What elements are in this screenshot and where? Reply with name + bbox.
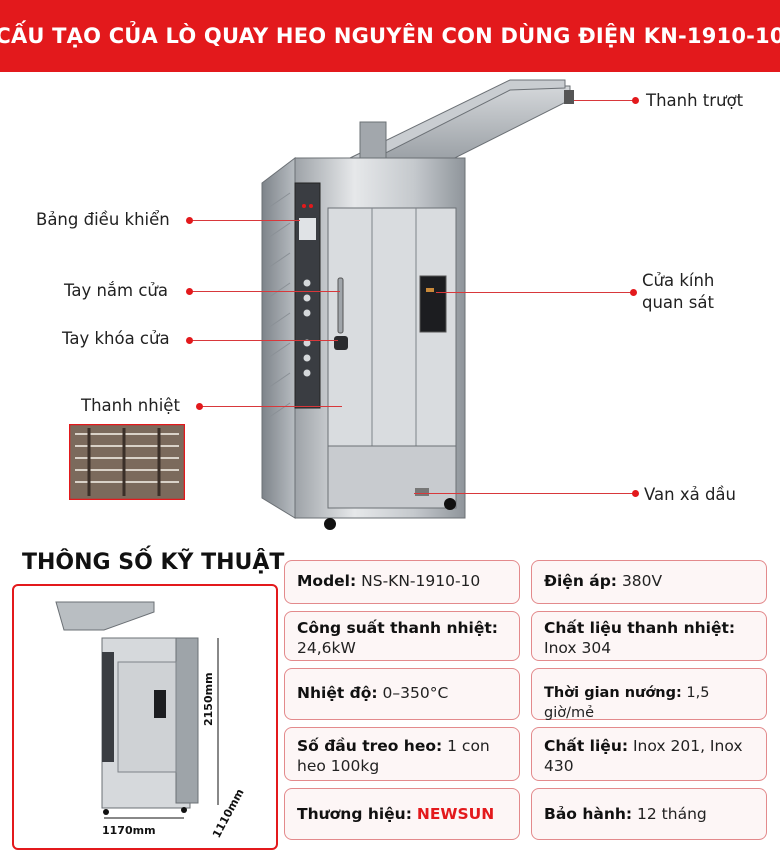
- spec-label: Số đầu treo heo:: [297, 737, 443, 755]
- dimension-height: 2150mm: [202, 672, 215, 726]
- spec-label: Điện áp:: [544, 572, 617, 590]
- callout-glass-window-line2: quan sát: [642, 293, 714, 312]
- leader-line: [436, 292, 632, 293]
- page-title: CẤU TẠO CỦA LÒ QUAY HEO NGUYÊN CON DÙNG …: [0, 24, 780, 48]
- spec-label: Thương hiệu:: [297, 805, 412, 823]
- spec-value: NEWSUN: [416, 805, 495, 823]
- callout-glass-window: Cửa kính quan sát: [642, 270, 714, 314]
- callout-door-handle: Tay nắm cửa: [64, 281, 168, 300]
- spec-label: Chất liệu thanh nhiệt:: [544, 619, 736, 637]
- spec-heating-material: Chất liệu thanh nhiệt: Inox 304: [531, 611, 767, 661]
- leader-dot: [196, 403, 203, 410]
- leader-dot: [186, 217, 193, 224]
- leader-dot: [632, 490, 639, 497]
- callout-glass-window-line1: Cửa kính: [642, 271, 715, 290]
- oven-illustration: [261, 79, 574, 530]
- leader-dot: [630, 289, 637, 296]
- spec-value: 1 con heo 100kg: [297, 737, 490, 775]
- callout-heating-bar: Thanh nhiệt: [81, 396, 180, 415]
- spec-value: 12 tháng: [637, 805, 707, 823]
- callout-door-lock: Tay khóa cửa: [62, 329, 170, 348]
- spec-label: Chất liệu:: [544, 737, 629, 755]
- spec-hook-count: Số đầu treo heo: 1 con heo 100kg: [284, 727, 520, 781]
- callout-oil-valve: Van xả dầu: [644, 485, 736, 504]
- spec-label: Bảo hành:: [544, 805, 633, 823]
- spec-value: Inox 201, Inox 430: [544, 737, 743, 775]
- spec-label: Model:: [297, 572, 357, 590]
- spec-voltage: Điện áp: 380V: [531, 560, 767, 604]
- leader-line: [574, 100, 636, 101]
- spec-value: 1,5 giờ/mẻ: [544, 685, 710, 721]
- spec-heading: THÔNG SỐ KỸ THUẬT: [22, 550, 285, 575]
- spec-value: 380V: [621, 572, 663, 590]
- spec-value: Inox 304: [544, 639, 612, 657]
- callout-slide-bar: Thanh trượt: [646, 91, 744, 110]
- leader-line: [414, 493, 636, 494]
- dimension-width: 1170mm: [102, 824, 156, 837]
- leader-dot: [632, 97, 639, 104]
- spec-value: 0–350°C: [382, 684, 449, 702]
- heating-element-photo: [69, 424, 185, 500]
- leader-dot: [186, 288, 193, 295]
- leader-line: [190, 291, 340, 292]
- title-banner: CẤU TẠO CỦA LÒ QUAY HEO NGUYÊN CON DÙNG …: [0, 0, 780, 72]
- spec-value: 24,6kW: [297, 639, 356, 657]
- spec-value: NS-KN-1910-10: [361, 572, 481, 590]
- spec-model: Model: NS-KN-1910-10: [284, 560, 520, 604]
- spec-label: Công suất thanh nhiệt:: [297, 619, 498, 637]
- leader-line: [190, 220, 300, 221]
- oven-dimension-illustration: [55, 601, 219, 819]
- leader-line: [200, 406, 342, 407]
- callout-control-panel: Bảng điều khiển: [36, 210, 170, 229]
- spec-heating-power: Công suất thanh nhiệt: 24,6kW: [284, 611, 520, 661]
- leader-line: [190, 340, 338, 341]
- spec-warranty: Bảo hành: 12 tháng: [531, 788, 767, 840]
- spec-temperature: Nhiệt độ: 0–350°C: [284, 668, 520, 720]
- spec-label: Thời gian nướng:: [544, 685, 682, 701]
- dimension-image-box: 2150mm 1170mm 1110mm: [12, 584, 278, 850]
- spec-roast-time: Thời gian nướng: 1,5 giờ/mẻ: [531, 668, 767, 721]
- leader-dot: [186, 337, 193, 344]
- spec-label: Nhiệt độ:: [297, 684, 378, 702]
- spec-brand: Thương hiệu: NEWSUN: [284, 788, 520, 840]
- spec-material: Chất liệu: Inox 201, Inox 430: [531, 727, 767, 781]
